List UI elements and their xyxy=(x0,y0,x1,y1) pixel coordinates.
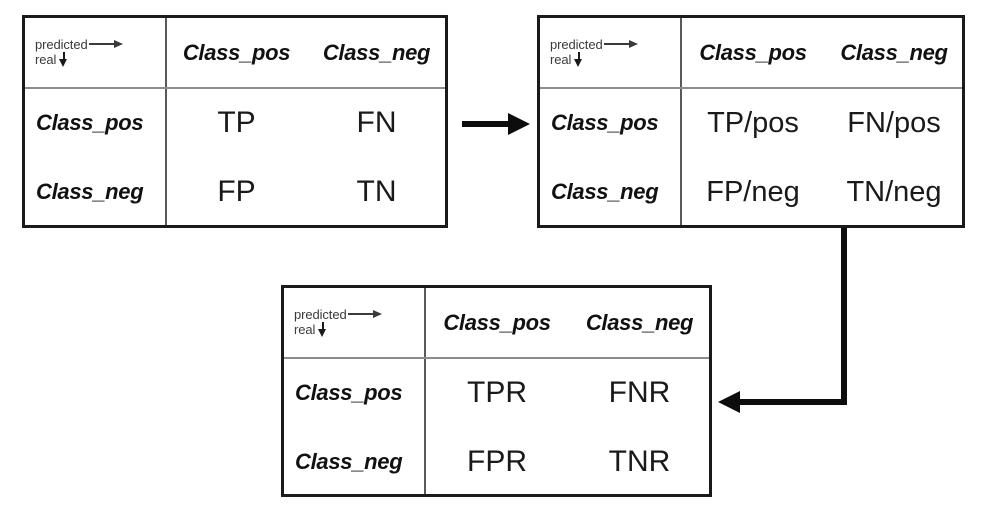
cell-tn: TN xyxy=(356,175,397,208)
cell-tp-over-pos: TP/pos xyxy=(707,106,799,139)
counts-matrix-grid: predicted real Class_pos Class_neg Class… xyxy=(25,18,445,225)
cell-fpr: FPR xyxy=(467,444,527,478)
rates-matrix: predicted real Class_pos Class_neg Class… xyxy=(281,285,712,497)
cell-tn-over-neg: TN/neg xyxy=(846,175,942,208)
cell-tpr: TPR xyxy=(467,376,527,409)
cell-fp: FP xyxy=(217,175,256,208)
real-text: real xyxy=(550,51,572,67)
connector-2-to-3 xyxy=(718,228,854,418)
column-header-neg: Class_neg xyxy=(840,39,948,65)
connector-shaft-vertical xyxy=(841,228,847,405)
arrow-right-icon xyxy=(347,309,382,319)
column-header-pos: Class_pos xyxy=(443,309,551,335)
row-header-pos: Class_pos xyxy=(551,110,659,135)
predicted-axis-label: predicted xyxy=(35,38,123,52)
real-text: real xyxy=(35,51,57,67)
row-header-pos: Class_pos xyxy=(295,380,403,405)
arrow-down-icon xyxy=(59,52,69,68)
header-divider xyxy=(25,87,445,89)
row-header-neg: Class_neg xyxy=(295,448,403,474)
corner-axis-label: predicted real xyxy=(540,18,680,87)
arrow-right-icon xyxy=(508,113,530,135)
row-header-neg: Class_neg xyxy=(551,179,659,204)
cell-tnr: TNR xyxy=(608,444,671,478)
connector-shaft xyxy=(462,121,514,127)
connector-1-to-2 xyxy=(462,113,532,137)
predicted-axis-label: predicted xyxy=(294,308,382,322)
cell-fnr: FNR xyxy=(608,376,671,409)
rates-matrix-grid: predicted real Class_pos Class_neg Class… xyxy=(284,288,709,494)
corner-axis-label: predicted real xyxy=(284,288,424,357)
normalized-matrix: predicted real Class_pos Class_neg Class… xyxy=(537,15,965,228)
real-axis-label: real xyxy=(35,51,69,68)
column-header-pos: Class_pos xyxy=(182,39,291,65)
real-axis-label: real xyxy=(294,321,328,338)
predicted-text: predicted xyxy=(35,36,88,52)
counts-matrix: predicted real Class_pos Class_neg Class… xyxy=(22,15,448,228)
row-header-pos: Class_pos xyxy=(36,110,144,135)
row-header-neg: Class_neg xyxy=(36,179,144,204)
arrow-right-icon xyxy=(603,39,638,49)
cell-fn: FN xyxy=(356,106,397,139)
real-text: real xyxy=(294,321,316,337)
cell-fn-over-pos: FN/pos xyxy=(847,106,941,139)
column-divider xyxy=(424,288,426,494)
normalized-matrix-grid: predicted real Class_pos Class_neg Class… xyxy=(540,18,962,225)
column-header-pos: Class_pos xyxy=(699,39,807,65)
column-divider xyxy=(165,18,167,225)
header-divider xyxy=(284,357,709,359)
arrow-down-icon xyxy=(318,322,328,338)
column-divider xyxy=(680,18,682,225)
predicted-text: predicted xyxy=(294,306,347,322)
corner-axis-label: predicted real xyxy=(25,18,165,87)
predicted-text: predicted xyxy=(550,36,603,52)
arrow-left-icon xyxy=(718,391,740,413)
column-header-neg: Class_neg xyxy=(322,39,431,65)
real-axis-label: real xyxy=(550,51,584,68)
column-header-neg: Class_neg xyxy=(585,309,694,335)
header-divider xyxy=(540,87,962,89)
connector-shaft-horizontal xyxy=(738,399,847,405)
cell-fp-over-neg: FP/neg xyxy=(706,175,800,208)
arrow-down-icon xyxy=(574,52,584,68)
predicted-axis-label: predicted xyxy=(550,38,638,52)
cell-tp: TP xyxy=(217,106,256,139)
arrow-right-icon xyxy=(88,39,123,49)
